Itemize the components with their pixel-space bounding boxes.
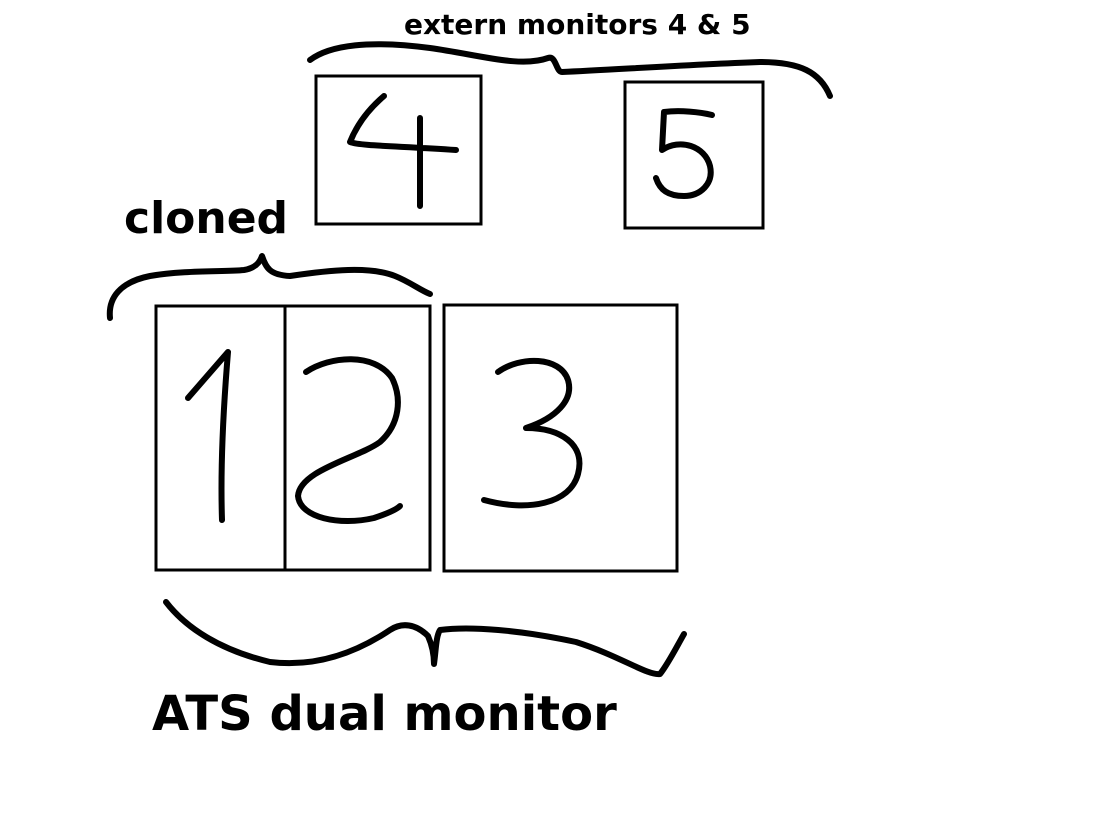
monitor-4 <box>314 74 483 226</box>
monitor-5-frame <box>623 80 765 230</box>
monitor-3-frame <box>442 303 679 573</box>
monitor-3-digit <box>481 357 583 509</box>
monitor-1-digit <box>185 349 231 523</box>
ats-dual-monitor-label: ATS dual monitor <box>152 686 617 742</box>
monitor-4-digit <box>347 93 459 209</box>
extern-brace <box>307 41 833 99</box>
monitor-2-digit <box>295 356 403 524</box>
cloned-brace <box>106 253 433 321</box>
monitor-4-frame <box>314 74 483 226</box>
monitor-3 <box>442 303 679 573</box>
monitor-5-digit <box>653 108 715 199</box>
monitor-5 <box>623 80 765 230</box>
extern-monitors-label: extern monitors 4 & 5 <box>404 8 751 41</box>
monitors-1-2-frame <box>154 304 432 572</box>
cloned-label: cloned <box>124 193 288 244</box>
dual-brace <box>163 599 687 678</box>
monitors-1-2 <box>154 304 432 572</box>
